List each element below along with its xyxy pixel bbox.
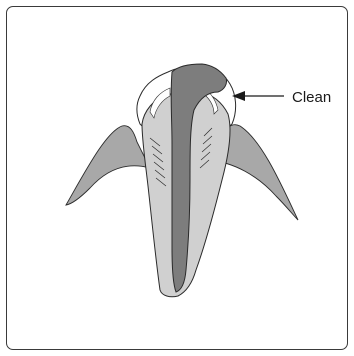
callout-label-clean: Clean [292,89,331,106]
left-gum [66,126,150,205]
